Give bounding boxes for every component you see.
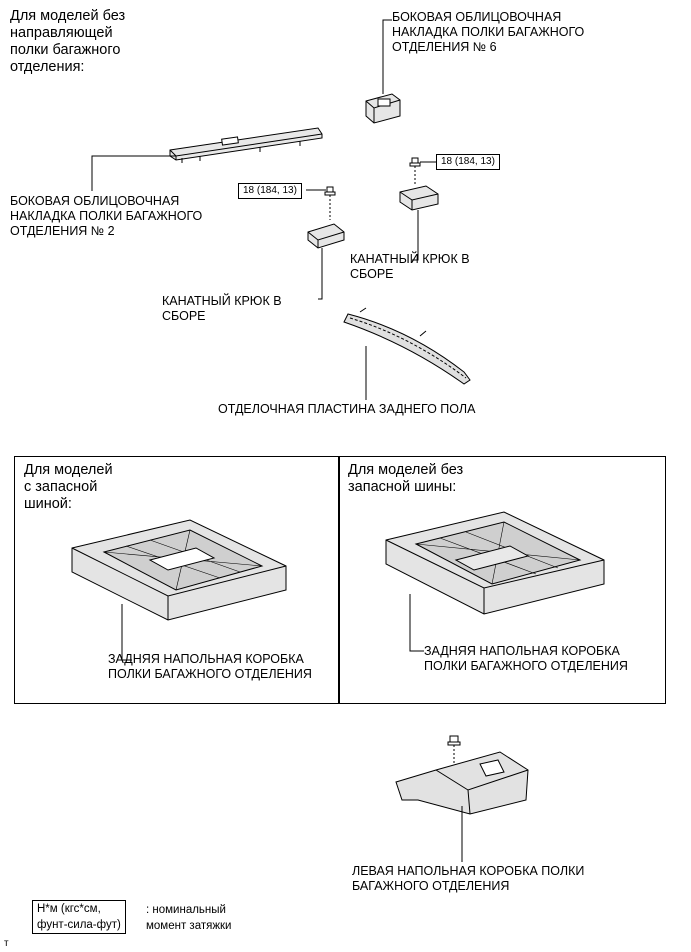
top-note: Для моделей без направляющей полки багаж…	[10, 8, 126, 75]
panel-with-spare-heading: Для моделей с запасной шиной:	[24, 462, 113, 512]
floor-box-without-spare-part	[385, 511, 605, 615]
panel-without-spare-heading: Для моделей без запасной шины:	[348, 462, 464, 495]
label-side-trim-2: БОКОВАЯ ОБЛИЦОВОЧНАЯ НАКЛАДКА ПОЛКИ БАГА…	[10, 194, 203, 238]
panel-with-spare	[14, 456, 340, 704]
legend-units-box: Н*м (кгс*см, фунт-сила-фут)	[32, 900, 126, 934]
leader-floor-box-without-spare	[409, 594, 424, 652]
label-rope-hook-right: КАНАТНЫЙ КРЮК В СБОРЕ	[350, 252, 470, 281]
rope-hook-right-part	[399, 157, 439, 211]
label-rope-hook-left: КАНАТНЫЙ КРЮК В СБОРЕ	[162, 294, 282, 323]
legend-meaning: : номинальный момент затяжки	[146, 904, 232, 932]
panel-without-spare	[338, 456, 666, 704]
leader-rope-hook-left	[318, 248, 323, 300]
label-floor-plate: ОТДЕЛОЧНАЯ ПЛАСТИНА ЗАДНЕГО ПОЛА	[218, 402, 476, 416]
torque-box-right: 18 (184, 13)	[436, 154, 500, 170]
leader-side-trim-2	[91, 155, 176, 191]
label-left-floor-box: ЛЕВАЯ НАПОЛЬНАЯ КОРОБКА ПОЛКИ БАГАЖНОГО …	[352, 864, 585, 893]
leader-rope-hook-right	[412, 210, 419, 261]
label-floor-box-with-spare: ЗАДНЯЯ НАПОЛЬНАЯ КОРОБКА ПОЛКИ БАГАЖНОГО…	[108, 652, 312, 681]
rope-hook-left-part	[307, 186, 345, 249]
side-trim-2-part	[169, 127, 323, 163]
label-side-trim-6: БОКОВАЯ ОБЛИЦОВОЧНАЯ НАКЛАДКА ПОЛКИ БАГА…	[392, 10, 585, 54]
torque-box-left: 18 (184, 13)	[238, 183, 302, 199]
floor-plate-part	[343, 307, 471, 385]
corner-mark: т	[4, 938, 9, 949]
floor-box-with-spare-part	[71, 519, 287, 621]
leader-floor-box-with-spare	[121, 604, 132, 661]
label-floor-box-without-spare: ЗАДНЯЯ НАПОЛЬНАЯ КОРОБКА ПОЛКИ БАГАЖНОГО…	[424, 644, 628, 673]
left-floor-box-part	[395, 735, 529, 815]
leader-side-trim-6	[382, 19, 392, 94]
side-trim-6-part	[365, 93, 401, 124]
